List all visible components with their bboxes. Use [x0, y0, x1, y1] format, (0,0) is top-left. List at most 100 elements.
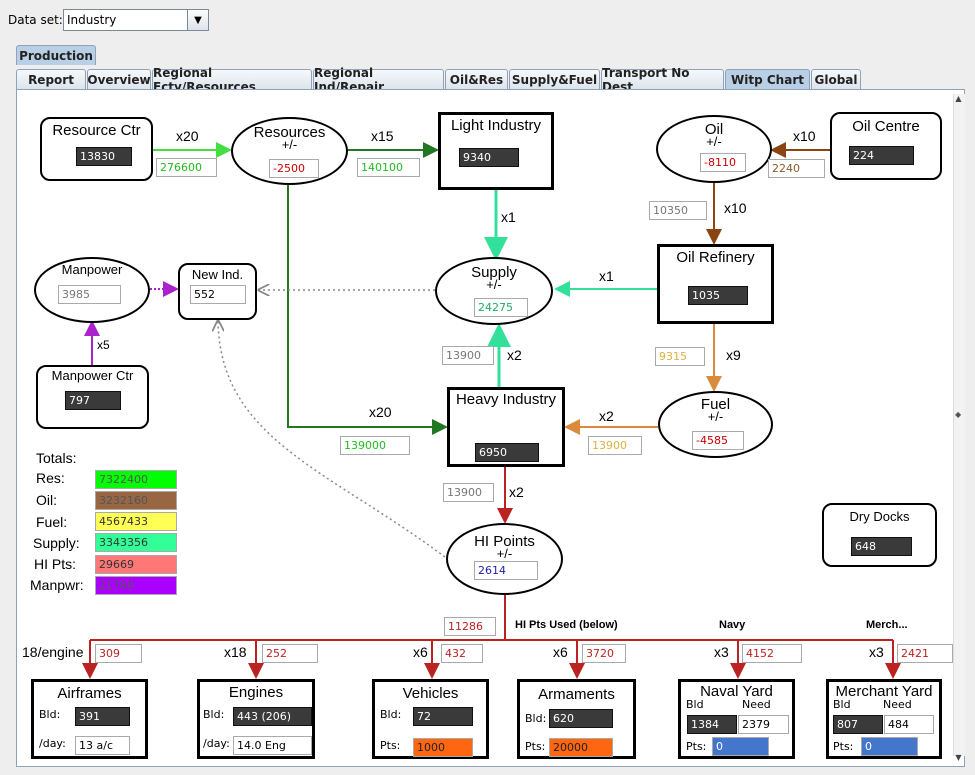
airframes-bld-value: 391 — [75, 707, 130, 726]
tab-label: Report — [28, 72, 74, 87]
vertical-scrollbar[interactable] — [953, 94, 965, 756]
node-title: Supply — [471, 264, 517, 281]
bld-label: Bld: — [380, 708, 402, 721]
totals-fuel-label: Fuel: — [36, 514, 68, 530]
tab-label: Witp Chart — [731, 72, 804, 87]
day-label: /day: — [203, 737, 230, 750]
need-label: Need — [742, 698, 771, 711]
node-new-ind[interactable]: New Ind. 552 — [178, 263, 257, 320]
node-title: Vehicles — [402, 685, 459, 702]
tab-oil-res[interactable]: Oil&Res — [445, 69, 508, 89]
engines-hi-value: 252 — [262, 644, 318, 663]
node-oil[interactable]: Oil +/- -8110 — [656, 115, 772, 183]
node-resource-ctr[interactable]: Resource Ctr 13830 — [40, 117, 153, 181]
arrow-resources-heavy — [287, 185, 448, 435]
oil-refinery-value: 1035 — [688, 286, 748, 305]
fuel-value: -4585 — [692, 431, 744, 450]
tab-transport-no-dest[interactable]: Transport No Dest — [601, 66, 724, 94]
chevron-down-icon[interactable]: ▼ — [187, 10, 208, 30]
node-dry-docks[interactable]: Dry Docks 648 — [822, 503, 937, 567]
node-manpower[interactable]: Manpower 3985 — [34, 257, 150, 323]
armaments-bld-value: 620 — [549, 709, 613, 728]
node-armaments[interactable]: Armaments Bld: 620 Pts: 20000 — [517, 679, 636, 759]
scroll-up-icon[interactable]: ▲ — [955, 94, 962, 103]
naval-yard-need-value: 2379 — [738, 715, 789, 734]
tab-label: Production — [19, 48, 93, 63]
node-manpower-ctr[interactable]: Manpower Ctr 797 — [36, 365, 149, 429]
flow-heavy-hipoints-value: 13900 — [443, 483, 494, 502]
mult-refinery-supply: x1 — [599, 268, 614, 284]
totals-hipts-value: 29669 — [95, 555, 177, 574]
tab-label: Global — [814, 72, 858, 87]
node-oil-centre[interactable]: Oil Centre 224 — [830, 112, 942, 180]
node-hi-points[interactable]: HI Points +/- 2614 — [446, 523, 563, 595]
manpower-value: 3985 — [58, 285, 121, 304]
node-merchant-yard[interactable]: Merchant Yard Bld Need 807 484 Pts: 0 — [826, 679, 942, 759]
flow-oil-refinery-value: 10350 — [649, 201, 707, 220]
new-ind-value: 552 — [190, 285, 246, 304]
scroll-thumb-grip-icon[interactable]: ◆ — [955, 410, 962, 419]
mult-oilcentre-oil: x10 — [793, 128, 816, 144]
airframes-hi-value: 309 — [95, 644, 142, 663]
node-naval-yard[interactable]: Naval Yard Bld Need 1384 2379 Pts: 0 — [678, 679, 795, 759]
tab-label: Overview — [87, 72, 151, 87]
totals-supply-label: Supply: — [33, 535, 80, 551]
mult-light-supply: x1 — [501, 209, 516, 225]
mult-heavy-hipoints: x2 — [509, 484, 524, 500]
oil-centre-value: 224 — [849, 146, 914, 165]
node-supply[interactable]: Supply +/- 24275 — [435, 257, 553, 325]
armaments-hi-value: 3720 — [582, 644, 626, 663]
tab-report[interactable]: Report — [16, 69, 86, 89]
node-title: Oil Refinery — [676, 249, 755, 266]
node-engines[interactable]: Engines Bld: 443 (206) /day: 14.0 Eng — [197, 679, 315, 759]
bld-label: Bld: — [39, 708, 61, 721]
pts-label: Pts: — [686, 740, 707, 753]
pts-label: Pts: — [833, 740, 854, 753]
tab-label: Oil&Res — [449, 72, 504, 87]
tab-overview[interactable]: Overview — [87, 69, 151, 89]
mult-oil-refinery: x10 — [724, 200, 747, 216]
node-title: Resources — [253, 124, 326, 141]
node-heavy-industry[interactable]: Heavy Industry 6950 — [447, 387, 565, 467]
tab-global[interactable]: Global — [811, 69, 861, 89]
merchant-yard-pts-value: 0 — [861, 737, 918, 756]
flow-heavy-supply-value: 13900 — [442, 346, 494, 365]
node-vehicles[interactable]: Vehicles Bld: 72 Pts: 1000 — [372, 679, 489, 759]
node-light-industry[interactable]: Light Industry 9340 — [438, 112, 554, 190]
vehicles-pts-value: 1000 — [413, 738, 473, 757]
node-title: Oil Centre — [852, 118, 920, 135]
manpower-ctr-value: 797 — [65, 391, 121, 410]
node-resources[interactable]: Resources +/- -2500 — [231, 117, 348, 185]
dataset-select[interactable]: Industry ▼ — [63, 9, 209, 31]
mult-naval-yard: x3 — [714, 644, 729, 660]
node-fuel[interactable]: Fuel +/- -4585 — [658, 391, 773, 458]
mult-heavy-supply: x2 — [507, 347, 522, 363]
heavy-industry-value: 6950 — [475, 443, 539, 462]
bld-label: Bld — [833, 698, 851, 711]
node-title: Engines — [228, 684, 284, 701]
totals-supply-value: 3343356 — [95, 533, 177, 552]
node-airframes[interactable]: Airframes Bld: 391 /day: 13 a/c — [31, 679, 148, 759]
tab-witp-chart[interactable]: Witp Chart — [725, 69, 810, 89]
mult-resources-heavy: x20 — [369, 404, 392, 420]
node-title: Manpower Ctr — [51, 368, 134, 383]
mult-vehicles: x6 — [413, 644, 428, 660]
node-oil-refinery[interactable]: Oil Refinery 1035 — [657, 244, 774, 324]
node-title: New Ind. — [191, 267, 244, 282]
node-title: Airframes — [57, 685, 122, 702]
merchant-yard-need-value: 484 — [884, 715, 934, 734]
mult-resources-light: x15 — [371, 128, 394, 144]
node-title: HI Points — [474, 533, 535, 550]
naval-yard-pts-value: 0 — [712, 737, 769, 756]
engines-day-value: 14.0 Eng — [233, 736, 312, 755]
tab-production[interactable]: Production — [16, 45, 96, 65]
node-sub: +/- — [706, 134, 722, 149]
tab-supply-fuel[interactable]: Supply&Fuel — [509, 69, 600, 89]
scroll-down-icon[interactable]: ▼ — [955, 753, 962, 762]
node-title: Resource Ctr — [52, 122, 141, 139]
arrow-hipoints-newind — [218, 321, 450, 561]
merchant-yard-hi-value: 2421 — [897, 644, 953, 663]
mult-armaments: x6 — [553, 644, 568, 660]
bld-label: Bld: — [525, 712, 547, 725]
